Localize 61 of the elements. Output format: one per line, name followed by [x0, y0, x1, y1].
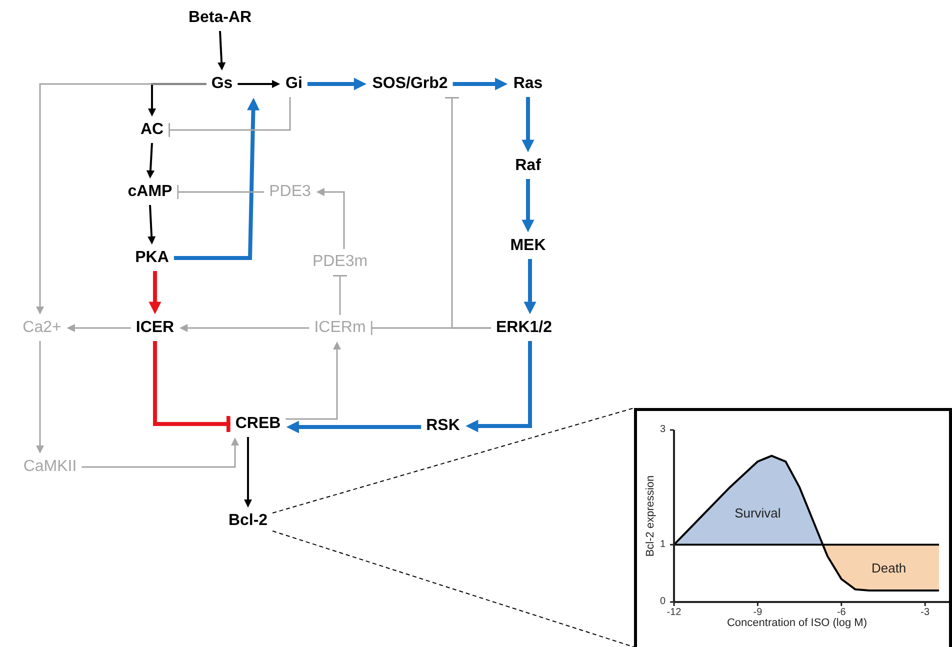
- tick-label: -3: [920, 608, 930, 618]
- arrow: [148, 83, 206, 117]
- arrow: [36, 83, 206, 315]
- arrow: [286, 420, 422, 434]
- arrow: [307, 78, 366, 90]
- inset-panel: [634, 408, 952, 647]
- arrow: [522, 97, 534, 152]
- arrow: [218, 30, 226, 71]
- protein-label: cAMP: [126, 182, 174, 202]
- protein-label: SOS/Grb2: [370, 74, 450, 94]
- protein-label: CaMKII: [21, 457, 79, 477]
- arrow: [238, 80, 280, 88]
- protein-label: Beta-AR: [186, 8, 254, 28]
- inhibition-line: [177, 185, 264, 199]
- inhibition-line: [333, 275, 347, 315]
- inhibition-line: [445, 97, 491, 329]
- inhibition-line: [168, 97, 291, 137]
- tick-label: 1: [660, 540, 666, 550]
- protein-label: MEK: [508, 236, 548, 256]
- connector-line: [272, 408, 634, 514]
- axis-title: Bcl-2 expression: [646, 475, 656, 557]
- arrow: [146, 142, 155, 179]
- arrow: [286, 341, 342, 420]
- protein-label: ERK1/2: [494, 318, 554, 338]
- protein-label: PKA: [133, 248, 171, 268]
- arrow: [466, 341, 532, 432]
- tick-label: -9: [753, 608, 762, 618]
- protein-label: ICERm: [312, 318, 368, 338]
- arrow: [148, 204, 156, 245]
- tick-label: -6: [836, 608, 846, 618]
- region-label: Death: [871, 561, 906, 574]
- protein-label: ICER: [134, 318, 176, 338]
- arrow: [174, 98, 260, 260]
- arrow: [66, 324, 131, 332]
- arrow: [244, 437, 252, 508]
- inhibition-line: [153, 341, 230, 432]
- arrow: [82, 437, 240, 468]
- arrow: [524, 259, 536, 314]
- protein-label: PDE3m: [310, 252, 370, 272]
- tick-label: 0: [660, 597, 666, 607]
- arrow: [452, 78, 508, 90]
- protein-label: PDE3: [267, 182, 313, 202]
- protein-label: Gs: [209, 74, 235, 94]
- protein-label: RSK: [424, 416, 462, 436]
- connector-line: [272, 530, 634, 647]
- axis-title: Concentration of ISO (log M): [727, 618, 867, 629]
- protein-label: Bcl-2: [226, 511, 270, 531]
- protein-label: Ras: [511, 74, 545, 94]
- arrow: [148, 271, 162, 314]
- protein-label: Ca2+: [20, 318, 64, 338]
- protein-label: Gi: [284, 74, 304, 94]
- arrow: [36, 341, 44, 454]
- region-label: Survival: [734, 506, 781, 520]
- arrow: [522, 179, 534, 232]
- tick-label: 3: [660, 425, 666, 435]
- arrow: [316, 188, 345, 249]
- tick-label: -12: [666, 608, 682, 618]
- protein-label: AC: [138, 120, 166, 140]
- protein-label: CREB: [233, 414, 283, 434]
- protein-label: Raf: [513, 156, 543, 176]
- arrow: [180, 324, 310, 332]
